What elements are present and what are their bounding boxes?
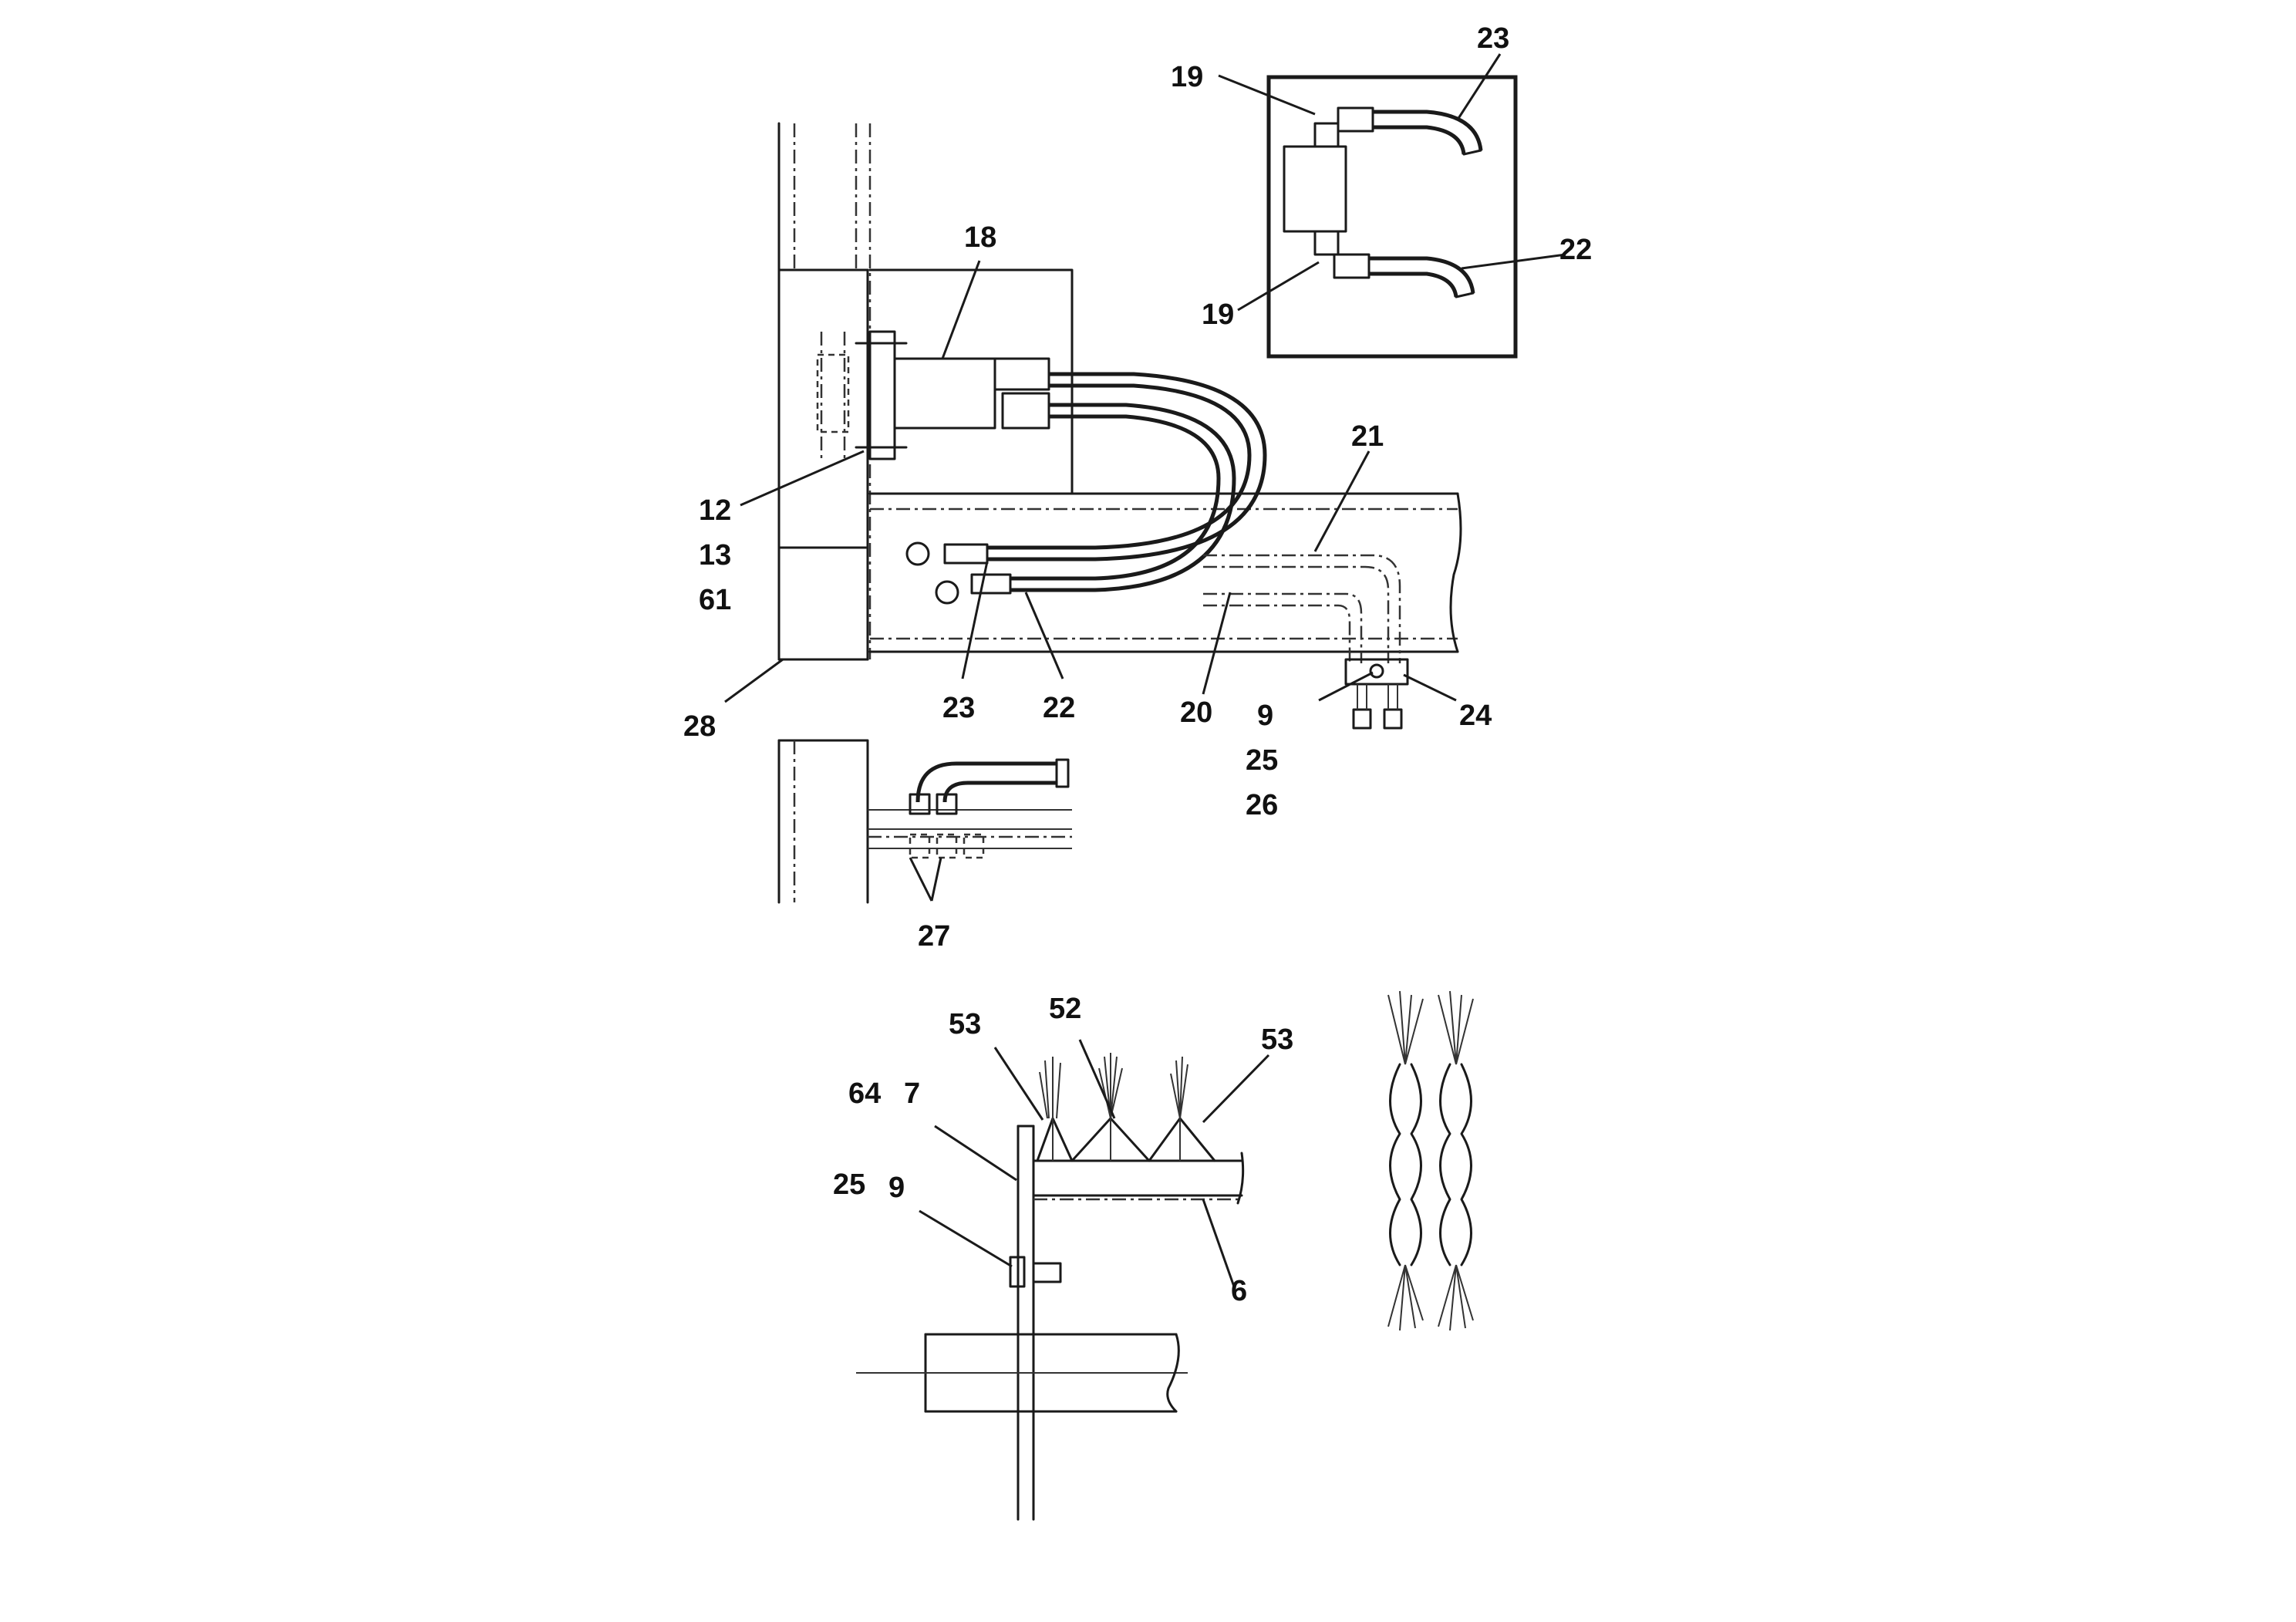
- label-9-upper: 9: [1257, 700, 1273, 732]
- label-12: 12: [699, 494, 731, 527]
- label-53-left: 53: [949, 1008, 981, 1040]
- label-61: 61: [699, 584, 731, 616]
- label-20: 20: [1180, 696, 1212, 729]
- side-view-fittings: [777, 739, 1072, 904]
- label-9-lower: 9: [888, 1172, 905, 1204]
- label-28: 28: [683, 710, 716, 743]
- label-19-lower: 19: [1202, 298, 1234, 331]
- label-22-lower: 22: [1043, 692, 1075, 724]
- label-24: 24: [1459, 700, 1492, 732]
- label-52: 52: [1049, 993, 1081, 1025]
- label-7: 7: [904, 1077, 920, 1110]
- leader-lines: [724, 53, 1566, 1287]
- label-13: 13: [699, 539, 731, 572]
- inset-detail-valve: [1266, 75, 1518, 359]
- label-64: 64: [848, 1077, 881, 1110]
- label-23-lower: 23: [942, 692, 975, 724]
- label-21: 21: [1351, 420, 1384, 453]
- brush-pattern-detail: [1387, 990, 1474, 1331]
- label-53-right: 53: [1261, 1023, 1293, 1056]
- label-18: 18: [964, 221, 996, 254]
- label-23-upper: 23: [1477, 22, 1509, 55]
- label-6: 6: [1231, 1275, 1247, 1307]
- label-27: 27: [918, 920, 950, 953]
- label-22-upper: 22: [1559, 234, 1592, 266]
- label-26: 26: [1246, 789, 1278, 821]
- label-25-lower: 25: [833, 1168, 865, 1201]
- label-25-upper: 25: [1246, 744, 1278, 777]
- brush-assembly: [856, 1053, 1245, 1521]
- label-19-upper: 19: [1171, 61, 1203, 93]
